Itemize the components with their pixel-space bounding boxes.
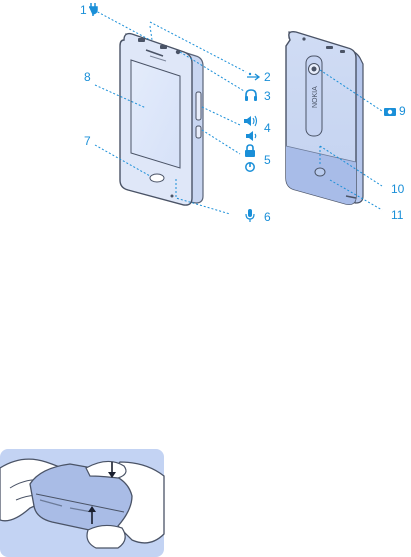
- callout-3: 3: [264, 89, 271, 103]
- callout-1: 1: [80, 3, 87, 17]
- camera-icon: [384, 108, 396, 116]
- callout-5: 5: [264, 153, 271, 167]
- callout-10: 10: [391, 182, 405, 196]
- callout-6: 6: [264, 210, 271, 224]
- usb-port: [160, 45, 167, 49]
- callout-9: 9: [399, 104, 406, 118]
- headset-port: [176, 50, 180, 54]
- usb-icon: [247, 73, 259, 80]
- callout-4: 4: [264, 121, 271, 135]
- headset-icon: [245, 90, 257, 101]
- callout-2: 2: [264, 70, 271, 84]
- volume-up-icon: [244, 116, 257, 126]
- back-logo: NOKIA: [312, 86, 319, 108]
- charger-icon: [89, 3, 97, 16]
- back-cover-release[interactable]: [315, 168, 325, 176]
- microphone-icon: [246, 209, 254, 222]
- back-cover-removal-illustration: [0, 449, 164, 557]
- front-mic: [171, 195, 174, 198]
- back-phone: NOKIA: [286, 32, 363, 205]
- call-key[interactable]: [150, 174, 164, 182]
- callout-11: 11: [391, 208, 404, 222]
- callout-7: 7: [84, 134, 91, 148]
- callout-8: 8: [84, 70, 91, 84]
- front-phone: [120, 34, 203, 206]
- lock-key[interactable]: [196, 126, 201, 138]
- power-icon: [246, 163, 254, 171]
- front-screen: [131, 60, 180, 168]
- charger-port: [138, 38, 145, 42]
- lock-icon: [245, 145, 255, 157]
- volume-key[interactable]: [196, 92, 201, 120]
- volume-down-icon: [246, 131, 256, 141]
